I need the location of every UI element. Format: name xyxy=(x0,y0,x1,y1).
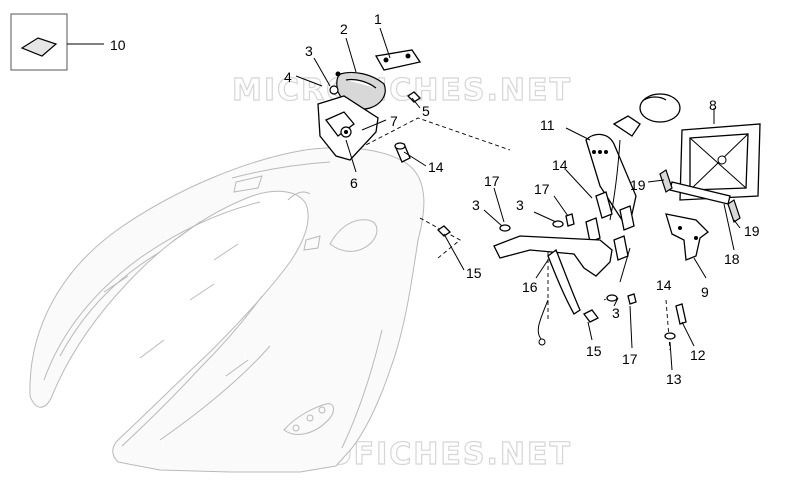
callout-4: 4 xyxy=(284,69,292,85)
callout-2: 2 xyxy=(340,21,348,37)
callout-3-left: 3 xyxy=(472,197,480,213)
callout-14-left: 14 xyxy=(428,159,444,175)
callout-14-right: 14 xyxy=(656,277,672,293)
callout-17-bottom: 17 xyxy=(622,351,638,367)
callout-3-top: 3 xyxy=(305,43,313,59)
callout-17-left: 17 xyxy=(484,173,500,189)
plate-holder-bracket xyxy=(585,93,681,221)
tail-light-group xyxy=(317,49,422,161)
callout-13: 13 xyxy=(666,371,682,387)
callout-19-left: 19 xyxy=(630,177,646,193)
clip-nut-icon xyxy=(20,37,58,57)
leader-lines xyxy=(295,27,741,371)
callout-19-right: 19 xyxy=(744,223,760,239)
license-plate-part xyxy=(679,123,761,201)
screw-5-part xyxy=(406,91,422,103)
callout-6: 6 xyxy=(350,175,358,191)
callout-17-mid: 17 xyxy=(534,181,550,197)
reflector-right xyxy=(727,199,741,223)
callout-5: 5 xyxy=(422,103,430,119)
callout-15-bottom: 15 xyxy=(586,343,602,359)
callout-15-left: 15 xyxy=(466,265,482,281)
mount-plate-9 xyxy=(665,213,709,261)
callout-16: 16 xyxy=(522,279,538,295)
plate-bracket xyxy=(659,169,741,223)
callout-1: 1 xyxy=(374,11,382,27)
callout-3-mid: 3 xyxy=(516,197,524,213)
callout-14-top: 14 xyxy=(552,157,568,173)
callout-7: 7 xyxy=(390,113,398,129)
lens-part xyxy=(374,49,422,71)
reflector-left xyxy=(659,169,673,193)
hardware xyxy=(436,213,687,340)
callout-12: 12 xyxy=(690,347,706,363)
callout-8: 8 xyxy=(709,97,717,113)
callout-11: 11 xyxy=(540,117,555,133)
callout-18: 18 xyxy=(724,251,740,267)
callout-3-bottom: 3 xyxy=(612,305,620,321)
callout-10: 10 xyxy=(110,37,126,53)
callouts: 1 2 3 4 5 6 7 8 9 10 11 12 13 14 14 14 1… xyxy=(110,11,760,387)
indicator-lamp xyxy=(639,93,681,123)
callout-9: 9 xyxy=(701,284,709,300)
lower-support xyxy=(493,235,613,346)
spacers-14-right xyxy=(585,191,635,261)
inset-clip-box xyxy=(10,13,104,71)
watermark-top: MICROFICHES.NET xyxy=(232,73,572,108)
washer-part xyxy=(329,85,339,95)
screw-part xyxy=(335,71,341,77)
rear-body-shell xyxy=(29,147,425,473)
spacer-14-left xyxy=(394,142,411,163)
